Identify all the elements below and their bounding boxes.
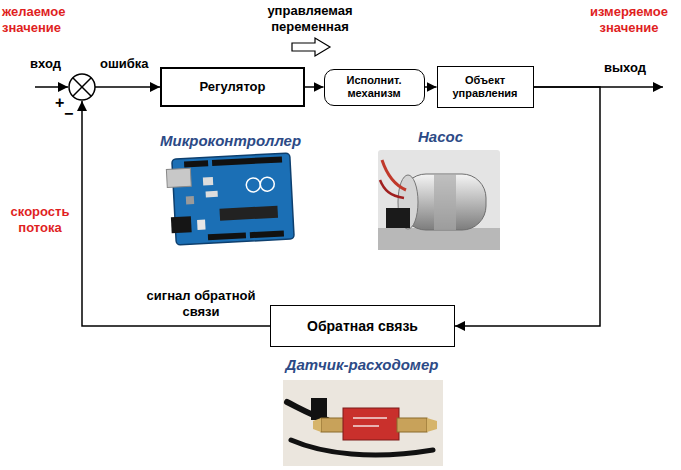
- drawing-part: [172, 153, 294, 245]
- minus-sign: −: [64, 104, 78, 123]
- drawing-part: [353, 425, 379, 427]
- signal-arrow: [455, 87, 600, 326]
- error-label: ошибка: [100, 56, 160, 72]
- measured-value-label: измеряемое значение: [580, 4, 678, 35]
- drawing-part: [313, 418, 321, 432]
- drawing-part: [69, 74, 95, 100]
- signal-arrow: [425, 86, 437, 88]
- drawing-part: [219, 206, 278, 221]
- drawing-part: [378, 150, 500, 250]
- drawing-part: [311, 398, 327, 420]
- controller-box: Регулятор: [160, 67, 305, 107]
- drawing-part: [206, 191, 218, 198]
- component-caption: Микроконтроллер: [160, 132, 310, 150]
- drawing-part: [208, 232, 246, 240]
- feedback-signal-label: сигнал обратной связи: [136, 288, 266, 319]
- drawing-part: [386, 208, 410, 228]
- plant-box: Объект управления: [437, 66, 534, 108]
- node-text: Регулятор: [200, 80, 266, 95]
- drawing-part: [212, 156, 282, 166]
- drawing-part: [203, 177, 213, 186]
- drawing-part: [171, 216, 192, 233]
- drawing-part: [321, 418, 345, 432]
- node-text: Исполнит. механизм: [325, 74, 424, 99]
- setpoint-label: желаемое значение: [2, 4, 86, 35]
- drawing-part: [184, 160, 208, 167]
- component-caption: Датчик-расходомер: [272, 356, 452, 374]
- drawing-part: [246, 178, 261, 193]
- drawing-part: [250, 230, 284, 238]
- component-caption: Насос: [418, 128, 488, 146]
- drawing-part: [166, 168, 191, 187]
- node-text: Объект управления: [438, 74, 533, 99]
- feedback-box: Обратная связь: [270, 305, 455, 347]
- drawing-part: [382, 160, 406, 190]
- drawing-part: [291, 440, 433, 455]
- drawing-part: [73, 78, 91, 96]
- microcontroller-picture: [166, 153, 294, 245]
- flow-sensor-picture: [283, 380, 443, 466]
- drawing-part: [380, 180, 404, 198]
- summing-junction: [69, 74, 95, 100]
- drawing-part: [378, 228, 500, 250]
- input-line: [35, 86, 68, 88]
- drawing-part: [353, 417, 387, 419]
- output-label: выход: [604, 60, 666, 76]
- pump-picture: [378, 150, 500, 250]
- actuator-box: Исполнит. механизм: [324, 69, 425, 106]
- drawing-part: [434, 174, 456, 230]
- drawing-part: [197, 219, 206, 229]
- drawing-part: [186, 196, 194, 204]
- hollow-arrow: [292, 38, 330, 56]
- node-text: Обратная связь: [307, 318, 418, 334]
- signal-arrow: [305, 86, 324, 88]
- drawing-part: [397, 418, 427, 432]
- drawing-part: [73, 78, 91, 96]
- drawing-part: [260, 177, 275, 192]
- error-line: [95, 86, 160, 88]
- drawing-part: [283, 380, 443, 466]
- input-label: вход: [30, 56, 74, 72]
- drawing-part: [343, 408, 399, 440]
- flow-rate-label: скорость потока: [2, 204, 78, 235]
- drawing-part: [427, 418, 437, 432]
- control-variable-label: управляемая переменная: [240, 3, 380, 34]
